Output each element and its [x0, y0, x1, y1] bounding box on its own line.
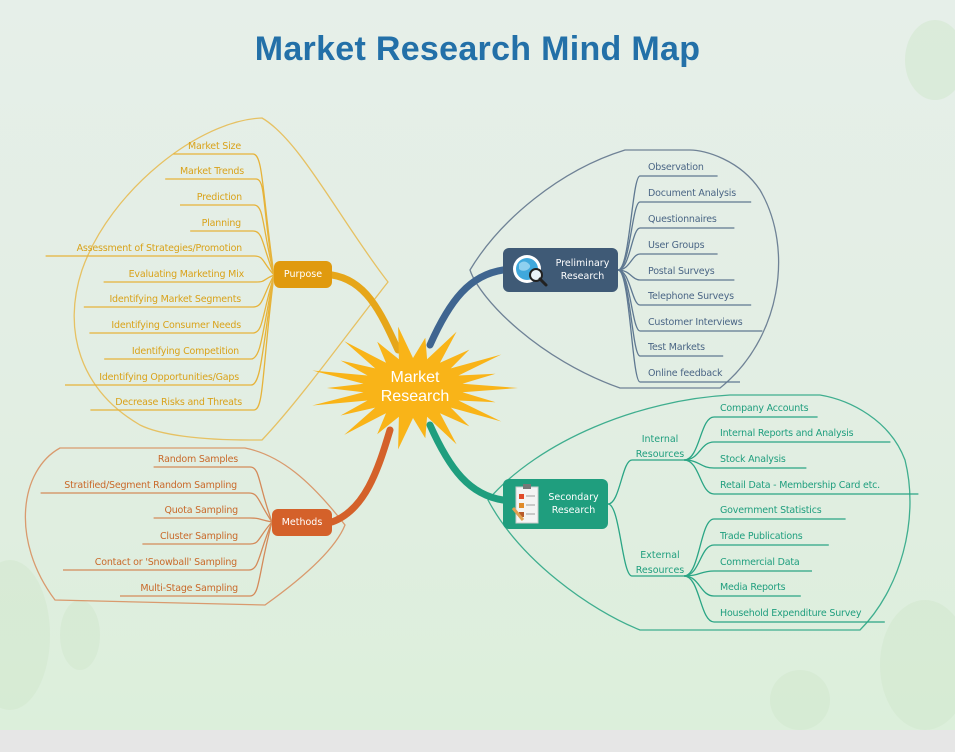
preliminary-item[interactable]: Test Markets — [648, 342, 705, 353]
preliminary-item[interactable]: Questionnaires — [648, 214, 717, 225]
internal-resource-item[interactable]: Stock Analysis — [720, 454, 786, 465]
secondary-branch — [426, 421, 507, 504]
methods-connector — [153, 517, 273, 523]
purpose-item[interactable]: Evaluating Marketing Mix — [128, 269, 245, 280]
mind-map-diagram — [24, 117, 919, 631]
methods-item[interactable]: Cluster Sampling — [159, 531, 238, 542]
external-resource-item[interactable]: Trade Publications — [720, 531, 803, 542]
central-topic-line2: Research — [380, 388, 450, 405]
purpose-node-label: Purpose — [283, 269, 323, 280]
purpose-enclosure — [73, 117, 389, 441]
external-resource-item[interactable]: Commercial Data — [720, 557, 800, 568]
secondary-research-node[interactable]: Secondary Research — [503, 479, 608, 529]
internal-connector — [607, 459, 684, 505]
preliminary-connector — [617, 253, 718, 271]
background-leaf-decoration — [880, 600, 955, 730]
methods-connector — [142, 521, 273, 545]
purpose-branch — [328, 271, 402, 354]
purpose-connector — [104, 274, 275, 360]
methods-connector — [120, 521, 273, 597]
preliminary-connector — [617, 201, 752, 271]
purpose-connector — [190, 230, 275, 276]
methods-node-label: Methods — [281, 517, 323, 528]
background-leaf-decoration — [905, 20, 955, 100]
purpose-item[interactable]: Identifying Consumer Needs — [111, 320, 241, 331]
bottom-bar — [0, 730, 955, 752]
preliminary-research-node[interactable]: Preliminary Research — [503, 248, 618, 292]
internal-resource-item[interactable]: Company Accounts — [720, 403, 809, 414]
purpose-connector — [45, 255, 275, 276]
purpose-connector — [89, 274, 275, 334]
external-resource-item[interactable]: Household Expenditure Survey — [720, 608, 862, 619]
external-item-connector — [683, 570, 812, 577]
preliminary-item[interactable]: Postal Surveys — [648, 266, 715, 277]
internal-resource-item[interactable]: Internal Reports and Analysis — [720, 428, 854, 439]
purpose-node[interactable]: Purpose — [274, 261, 332, 288]
internal-item-connector — [683, 459, 919, 495]
secondary-enclosure — [487, 394, 911, 631]
preliminary-connector — [617, 269, 740, 383]
preliminary-item[interactable]: Document Analysis — [648, 188, 736, 199]
external-item-connector — [683, 544, 829, 577]
preliminary-item[interactable]: User Groups — [648, 240, 705, 251]
page-title: Market Research Mind Map — [254, 30, 701, 68]
preliminary-research-label: Preliminary Research — [555, 258, 610, 282]
external-item-connector — [683, 575, 885, 623]
preliminary-item[interactable]: Online feedback — [648, 368, 723, 379]
internal-item-connector — [683, 416, 818, 461]
external-resources-topic[interactable]: External Resources — [635, 550, 685, 576]
external-resource-item[interactable]: Media Reports — [720, 582, 786, 593]
purpose-item[interactable]: Identifying Opportunities/Gaps — [99, 372, 239, 383]
preliminary-item[interactable]: Telephone Surveys — [648, 291, 734, 302]
internal-resources-topic[interactable]: Internal Resources — [635, 434, 685, 460]
preliminary-connector — [617, 227, 735, 271]
purpose-item[interactable]: Market Size — [188, 141, 241, 152]
preliminary-connector — [617, 175, 718, 271]
purpose-item[interactable]: Planning — [201, 218, 242, 229]
purpose-connector — [65, 274, 275, 386]
central-topic[interactable]: Market Research — [360, 368, 470, 406]
internal-item-connector — [683, 441, 891, 461]
purpose-item[interactable]: Decrease Risks and Threats — [115, 397, 242, 408]
preliminary-branch — [426, 266, 507, 349]
external-resource-item[interactable]: Government Statistics — [720, 505, 822, 516]
globe-magnifier-icon — [513, 255, 548, 287]
purpose-connector — [165, 178, 275, 276]
purpose-item[interactable]: Prediction — [196, 192, 242, 203]
methods-item[interactable]: Multi-Stage Sampling — [140, 583, 238, 594]
starburst-shape — [312, 326, 518, 450]
preliminary-item[interactable]: Customer Interviews — [648, 317, 743, 328]
purpose-connector — [173, 153, 275, 276]
methods-item[interactable]: Quota Sampling — [164, 505, 238, 516]
background-leaf-decoration — [770, 670, 830, 730]
central-topic-line1: Market — [390, 369, 440, 386]
purpose-connector — [90, 274, 275, 411]
methods-item[interactable]: Contact or 'Snowball' Sampling — [94, 557, 237, 568]
methods-connector — [153, 466, 273, 523]
secondary-research-label: Secondary Research — [548, 492, 599, 516]
methods-item[interactable]: Stratified/Segment Random Sampling — [64, 480, 237, 491]
methods-enclosure — [24, 447, 346, 606]
methods-connector — [40, 492, 273, 523]
purpose-connector — [103, 274, 275, 283]
purpose-connector — [180, 204, 275, 276]
methods-item[interactable]: Random Samples — [157, 454, 238, 465]
background-leaf-decoration — [60, 600, 100, 670]
purpose-item[interactable]: Assessment of Strategies/Promotion — [76, 243, 243, 254]
methods-branch — [328, 426, 394, 526]
purpose-item[interactable]: Identifying Market Segments — [109, 294, 241, 305]
methods-connector — [63, 521, 273, 571]
purpose-item[interactable]: Identifying Competition — [131, 346, 239, 357]
preliminary-item[interactable]: Observation — [648, 162, 704, 173]
internal-item-connector — [683, 459, 807, 469]
methods-node[interactable]: Methods — [272, 509, 332, 536]
clipboard-checklist-icon — [511, 484, 539, 524]
preliminary-enclosure — [469, 149, 780, 389]
internal-resource-item[interactable]: Retail Data - Membership Card etc. — [720, 480, 881, 491]
external-item-connector — [683, 518, 846, 577]
purpose-connector — [83, 274, 275, 308]
purpose-item[interactable]: Market Trends — [179, 166, 244, 177]
external-connector — [607, 503, 684, 577]
